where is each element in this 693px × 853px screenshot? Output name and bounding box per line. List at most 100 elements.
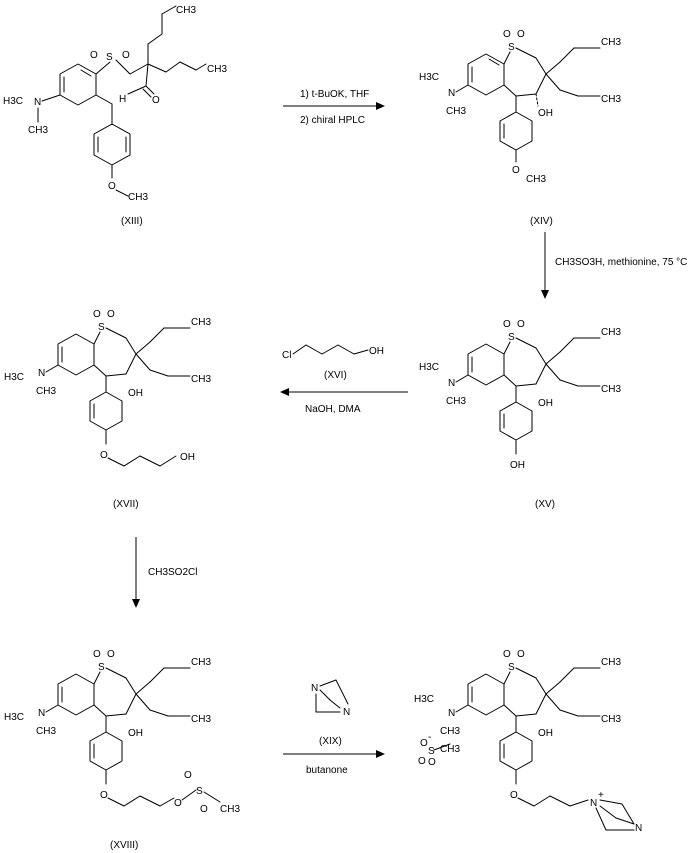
xiii-s-atom: S xyxy=(106,52,113,63)
prod-dabco-3 xyxy=(595,807,607,831)
prod-bu1-1 xyxy=(545,681,561,695)
xv-n: N xyxy=(448,378,455,389)
xiv-s-atom: S xyxy=(508,42,515,53)
xviii-chain-1 xyxy=(107,797,125,807)
xiii-so-o1: O xyxy=(90,50,98,61)
xix-b6 xyxy=(329,699,341,709)
xiii-h3c-label: H3C xyxy=(3,96,23,107)
prod-bu1-ch3: CH3 xyxy=(601,657,621,668)
prod-chain-2 xyxy=(533,795,551,807)
structure-xiv: S O O OH CH3 CH3 N H3C CH3 O CH3 xyxy=(419,29,621,185)
xiii-ome-c xyxy=(115,189,129,197)
structure-xiii: N H3C CH3 S O O CH3 CH3 O H O xyxy=(3,5,227,203)
structure-xix: N N xyxy=(311,679,350,718)
xiii-s-bond xyxy=(95,61,111,75)
prod-h3c: H3C xyxy=(414,694,434,705)
structure-xvii: S O O OH CH3 CH3 N H3C CH3 O OH xyxy=(4,309,211,467)
xviii-ch3: CH3 xyxy=(36,726,56,737)
xvii-char-ring xyxy=(93,364,107,377)
xix-n2: N xyxy=(343,707,350,718)
xiv-ome-o: O xyxy=(512,165,520,176)
xiii-so-o2: O xyxy=(122,50,130,61)
xix-b1 xyxy=(319,679,337,687)
xviii-ms-s: S xyxy=(196,786,203,797)
prod-cq-choh xyxy=(535,693,547,715)
xiii-s-ch2 xyxy=(115,59,131,75)
xiv-ome-ch3: CH3 xyxy=(526,174,546,185)
xvi-b5 xyxy=(353,349,369,355)
xvii-ch2-cq xyxy=(125,337,137,355)
xv-bu2-1 xyxy=(545,363,561,381)
xv-cq-choh xyxy=(535,363,547,385)
xiv-bu1-1 xyxy=(545,61,561,75)
prod-oh: OH xyxy=(538,728,553,739)
xiii-butyl-a-ch3: CH3 xyxy=(176,5,196,16)
xviii-s-ar xyxy=(93,671,101,685)
xv-ch2-cq xyxy=(535,347,547,365)
prod-chain-4 xyxy=(569,799,589,807)
xviii-bu1-1 xyxy=(135,681,151,695)
prod-char-ring xyxy=(503,704,517,717)
xiv-s-ch2 xyxy=(515,47,537,59)
xvi-b3 xyxy=(321,344,339,355)
xv-bu2-2 xyxy=(559,379,579,387)
compound-labels: (XIII) (XIV) (XV) (XVI) (XVII) (XVIII) (… xyxy=(110,216,555,851)
xviii-oh: OH xyxy=(128,728,143,739)
prod-ms-o-minus: O xyxy=(420,738,428,749)
xvii-so-o1: O xyxy=(93,309,101,320)
condition-step1-line1: 1) t-BuOK, THF xyxy=(300,89,369,100)
prod-dabco-2 xyxy=(621,803,635,825)
label-xix: (XIX) xyxy=(319,736,342,747)
xiii-cho-h-bond xyxy=(127,85,147,95)
xviii-aryl-ring xyxy=(89,731,123,771)
xiv-so-o1: O xyxy=(503,29,511,40)
xv-s-atom: S xyxy=(508,332,515,343)
prod-ms-o2: O xyxy=(428,757,436,768)
xiv-n-bond xyxy=(455,84,469,93)
label-xiii: (XIII) xyxy=(121,216,143,227)
xvi-b4 xyxy=(337,344,355,355)
prod-ms-s: S xyxy=(428,746,435,757)
xvii-s-atom: S xyxy=(98,322,105,333)
xvii-s-ar xyxy=(93,331,101,345)
xv-oh: OH xyxy=(538,398,553,409)
arrow-step1-head xyxy=(376,102,385,110)
xviii-ms-o2: O xyxy=(200,804,208,815)
xvii-bu2-2 xyxy=(149,369,169,377)
prod-ch2-cq xyxy=(535,677,547,695)
xviii-ms-o1: O xyxy=(184,770,192,781)
xviii-bu1-2 xyxy=(149,667,165,683)
xv-h3c: H3C xyxy=(419,362,439,373)
xiv-h3c: H3C xyxy=(419,72,439,83)
xvii-choh-char xyxy=(105,373,127,377)
prod-ms-ch3: CH3 xyxy=(440,744,460,755)
xv-bu1-2 xyxy=(559,337,575,353)
prod-aryl-ring xyxy=(499,731,533,771)
xv-n-bond xyxy=(455,374,469,383)
xiii-cho-co xyxy=(145,85,155,95)
xiv-bu1-2 xyxy=(559,47,575,63)
prod-dabco-n2: N xyxy=(635,823,642,834)
prod-chain-3 xyxy=(549,795,571,807)
xiv-ch3: CH3 xyxy=(446,106,466,117)
xviii-ether-o: O xyxy=(100,790,108,801)
xiii-cho-co-2 xyxy=(142,88,152,98)
xix-b2 xyxy=(335,679,349,705)
xiv-bu2-ch3: CH3 xyxy=(601,94,621,105)
xv-phenol-oh: OH xyxy=(510,460,525,471)
prod-s-ch2 xyxy=(515,667,537,679)
xiv-s-ar xyxy=(503,51,511,65)
xiv-oh: OH xyxy=(538,108,553,119)
prod-so-o2: O xyxy=(517,649,525,660)
xiv-bu1-ch3: CH3 xyxy=(601,37,621,48)
condition-step1-line2: 2) chiral HPLC xyxy=(300,115,365,126)
xv-bu2-ch3: CH3 xyxy=(601,384,621,395)
xiv-bu2-2 xyxy=(559,89,579,97)
xiv-ring-db2 xyxy=(488,58,500,66)
xiv-oh-bond xyxy=(535,93,539,107)
xvi-b1 xyxy=(292,344,307,355)
xvii-chain-3 xyxy=(139,455,161,467)
xv-s-ch2 xyxy=(515,337,537,349)
prod-so-o1: O xyxy=(503,649,511,660)
label-xvi: (XVI) xyxy=(324,370,347,381)
